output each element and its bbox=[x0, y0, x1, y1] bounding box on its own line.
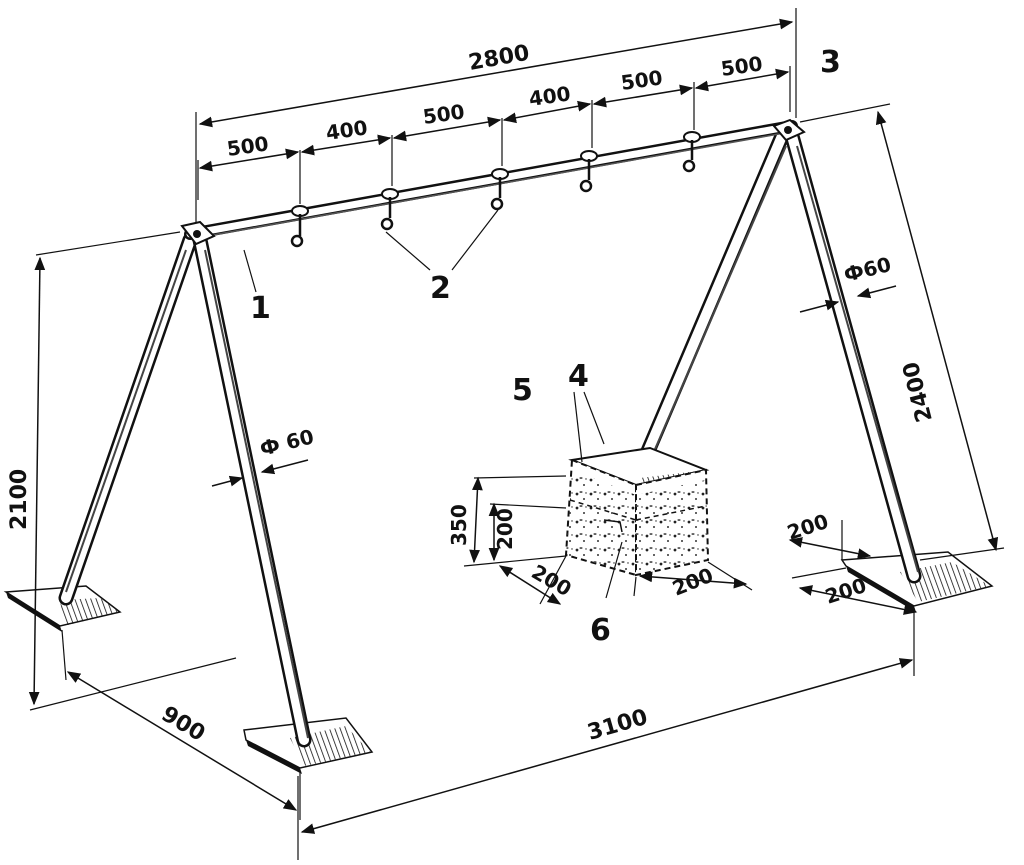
callout-top-joint: 3 bbox=[820, 45, 841, 80]
callout-leaders bbox=[243, 209, 623, 599]
dim-pad bbox=[788, 520, 918, 615]
hook-1 bbox=[290, 205, 309, 248]
left-leg-front bbox=[192, 232, 312, 748]
dim-hook-chain bbox=[197, 66, 791, 204]
top-beam bbox=[184, 120, 798, 240]
dim-frame-length bbox=[297, 612, 915, 860]
dim-text-hook-5: 500 bbox=[619, 65, 664, 95]
dim-text-beam-length: 2800 bbox=[467, 41, 532, 76]
dim-leg-length bbox=[799, 103, 1005, 561]
left-leg-back bbox=[58, 232, 198, 606]
dim-frame-height bbox=[28, 231, 237, 711]
right-leg-front bbox=[632, 128, 790, 478]
dim-text-pad-width: 200 bbox=[784, 509, 831, 545]
hook-4 bbox=[579, 150, 598, 193]
left-top-joint bbox=[180, 220, 216, 246]
dim-text-hook-2: 400 bbox=[324, 115, 369, 145]
dim-text-block-width: 200 bbox=[528, 560, 576, 602]
dim-text-pad-depth: 200 bbox=[822, 573, 869, 609]
dim-text-pipe-left: Ф 60 bbox=[257, 424, 316, 461]
dim-beam-length bbox=[195, 8, 797, 222]
callout-hooks: 2 bbox=[430, 271, 451, 306]
concrete-block-detail bbox=[564, 446, 710, 577]
dim-text-hook-6: 500 bbox=[719, 51, 764, 81]
dim-block bbox=[463, 475, 753, 605]
dim-text-hook-1: 500 bbox=[225, 131, 270, 161]
dim-pipe-diameter-left bbox=[211, 459, 309, 487]
callout-concrete: 6 bbox=[590, 613, 611, 648]
hook-2 bbox=[380, 188, 399, 231]
dim-text-block-depth: 200 bbox=[669, 563, 717, 601]
dim-text-hook-3: 500 bbox=[421, 99, 466, 129]
callout-beam: 1 bbox=[250, 291, 271, 326]
dim-text-block-socket: 200 bbox=[493, 508, 517, 550]
callout-socket: 5 bbox=[512, 373, 533, 408]
callout-block: 4 bbox=[568, 359, 589, 394]
dim-text-hook-4: 400 bbox=[527, 81, 572, 111]
dim-text-leg-length: 2400 bbox=[899, 359, 938, 424]
hook-3 bbox=[490, 168, 509, 211]
dim-base-spread bbox=[61, 629, 301, 820]
dim-pipe-diameter-right bbox=[799, 285, 897, 313]
dim-text-base-spread: 900 bbox=[157, 702, 209, 747]
hook-5 bbox=[682, 131, 701, 173]
dim-text-frame-length: 3100 bbox=[585, 705, 651, 746]
dim-text-block-height: 350 bbox=[447, 504, 471, 546]
dim-text-pipe-right: Ф60 bbox=[841, 252, 893, 287]
right-leg-back bbox=[784, 128, 922, 584]
dim-text-frame-height: 2100 bbox=[7, 469, 32, 530]
